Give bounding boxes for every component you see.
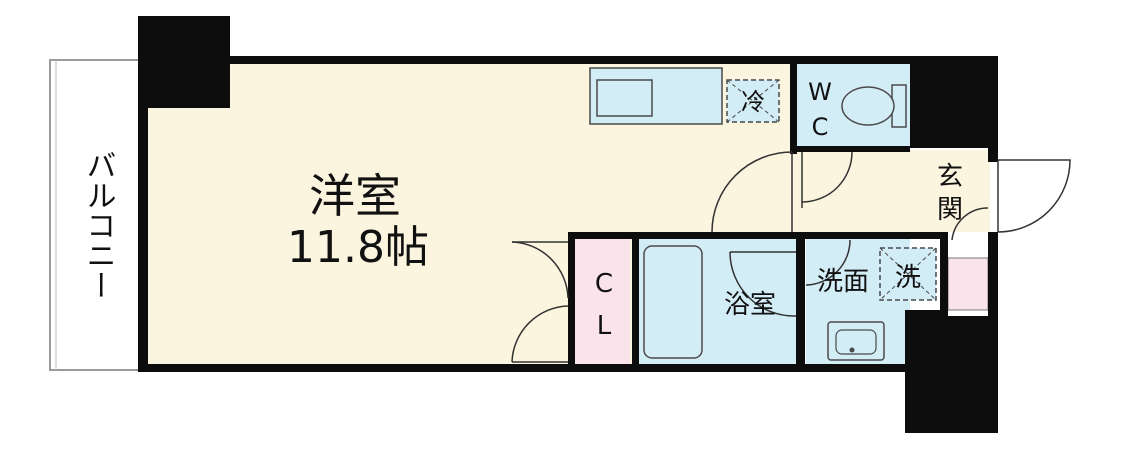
western-room-label: 洋室: [309, 169, 401, 223]
toilet-label-w: W: [808, 78, 832, 106]
balcony-area: [49, 59, 143, 371]
closet-label-c: C: [595, 269, 613, 299]
entrance-label-1: 玄: [937, 162, 963, 192]
washroom-label: 洗面: [817, 267, 869, 297]
washer-label: 洗: [895, 263, 921, 293]
hallway-floor: [792, 150, 912, 232]
toilet-bowl: [841, 86, 895, 126]
bathtub: [643, 245, 703, 359]
closet-area: [574, 238, 630, 366]
walls: [138, 16, 998, 433]
bathroom-label: 浴室: [724, 290, 776, 320]
refrigerator-label: 冷: [741, 88, 765, 116]
kitchen-sink: [596, 79, 653, 117]
entrance-floor: [910, 150, 990, 232]
western-room-size: 11.8帖: [287, 222, 429, 273]
toilet-label-c: C: [812, 113, 829, 141]
refrigerator-space: [726, 79, 780, 123]
doors: [511, 151, 1071, 363]
entrance-label-2: 関: [937, 195, 963, 225]
shoe-cabinet: [947, 257, 989, 311]
balcony-label: バルコニー: [81, 150, 116, 300]
closet-label-l: L: [597, 311, 612, 341]
